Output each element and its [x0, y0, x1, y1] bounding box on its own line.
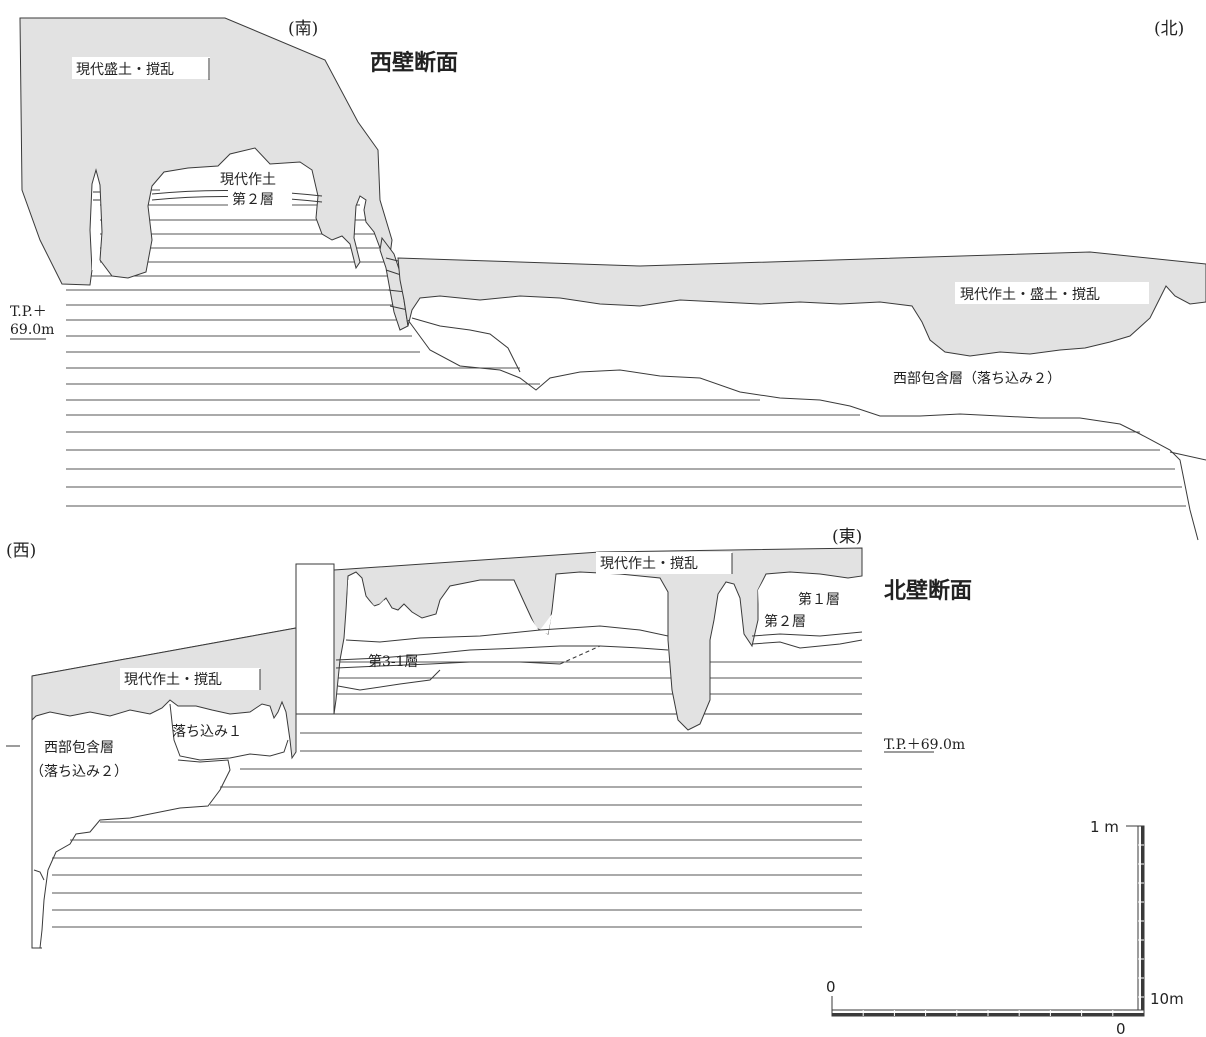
label-layer2-south: 第２層	[232, 191, 274, 208]
north-section: (西) (東) 北壁断面 現代作土・撹乱 現代作土・撹乱 第１層 第２層 第3-…	[6, 527, 972, 949]
north-east-modern-fill	[333, 547, 863, 731]
north-west-modern-fill	[31, 627, 297, 760]
label-modern-soil-fill-north: 現代作土・盛土・撹乱	[960, 287, 1100, 303]
north-direction-west: (西)	[6, 541, 36, 561]
north-tp-label: T.P.＋69.0m	[884, 737, 965, 753]
scale-origin-label: 0	[1116, 1020, 1126, 1037]
scale-horizontal-right-label: 10m	[1150, 990, 1184, 1008]
west-deposit-boundary	[407, 319, 1199, 541]
label-layer3-1: 第3-1層	[368, 653, 419, 670]
west-tp-label-line2: 69.0m	[10, 322, 54, 338]
label-layer2-east: 第２層	[764, 613, 806, 630]
west-tp-label-line1: T.P.＋	[10, 304, 47, 320]
scale-horizontal-left-label: 0	[826, 978, 836, 996]
label-modern-fill: 現代盛土・撹乱	[76, 62, 174, 78]
label-west-deposit: 西部包含層（落ち込み２）	[893, 371, 1061, 387]
label-modern-soil-east: 現代作土・撹乱	[600, 556, 698, 572]
label-layer1-east: 第１層	[798, 591, 840, 608]
scale-vertical-top-label: 1 m	[1090, 818, 1119, 836]
west-slope-pit	[379, 236, 409, 331]
west-section-title: 西壁断面	[370, 50, 458, 76]
north-section-title: 北壁断面	[884, 578, 972, 604]
west-north-fill-band	[397, 251, 1206, 357]
north-direction-east: (東)	[832, 527, 862, 547]
scale-bar: 1 m 0 10m 0	[826, 818, 1184, 1037]
label-drop-in-1: 落ち込み１	[172, 724, 242, 740]
label-modern-soil-south: 現代作土	[220, 172, 276, 188]
west-section: (南) (北) 西壁断面 現代盛土・撹乱 現代作土 第２層 現代作土・盛土・撹乱…	[10, 17, 1206, 541]
drop-in-1-outline	[169, 703, 289, 761]
west-direction-north: (北)	[1154, 19, 1184, 39]
label-west-deposit-north-2: （落ち込み２）	[30, 764, 128, 780]
north-floor-hatching	[52, 661, 862, 928]
north-west-deposit-boundary	[39, 759, 231, 949]
label-west-deposit-north-1: 西部包含層	[44, 740, 114, 756]
west-direction-south: (南)	[288, 19, 318, 39]
west-modern-fill-area	[19, 17, 393, 286]
label-modern-soil-west: 現代作土・撹乱	[124, 672, 222, 688]
